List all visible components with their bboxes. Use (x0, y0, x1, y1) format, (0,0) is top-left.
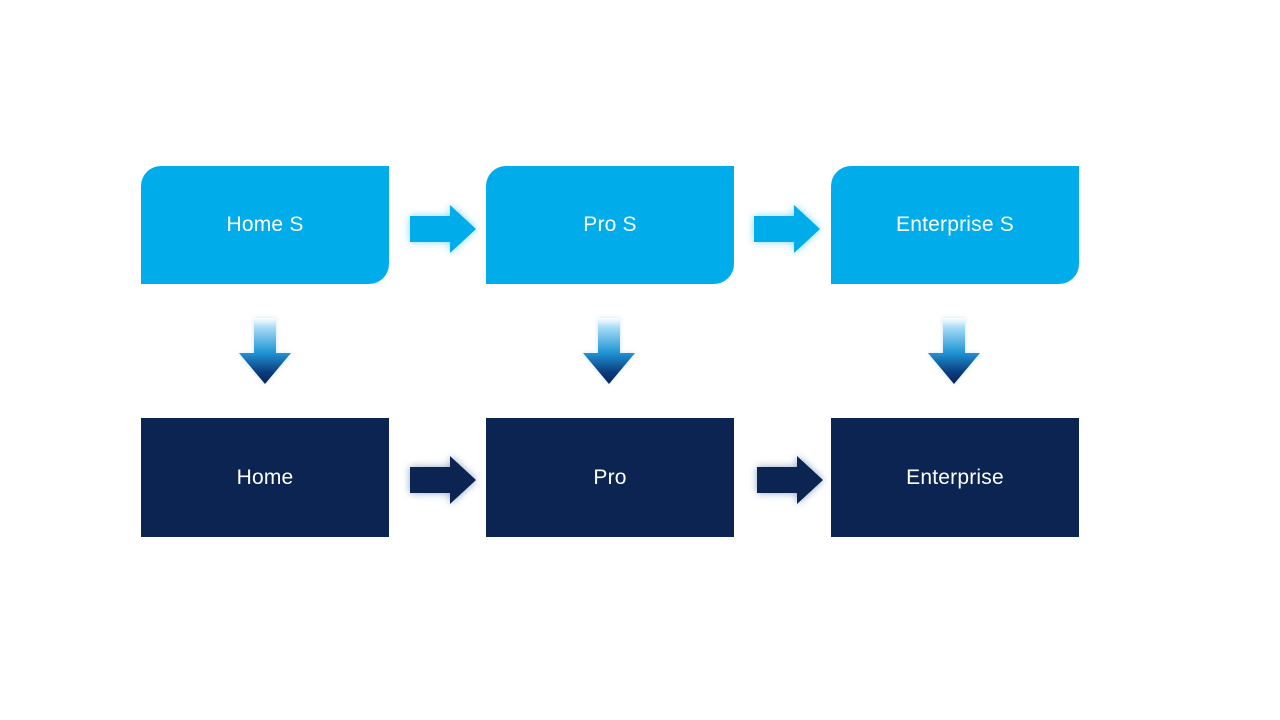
right-arrow-icon (410, 456, 476, 504)
node-home-s: Home S (141, 166, 389, 284)
node-home-label: Home (236, 465, 294, 489)
right-arrow-icon (757, 456, 823, 504)
node-enterprise-s-label: Enterprise S (896, 213, 1014, 236)
node-pro: Pro (486, 418, 734, 537)
node-home-s-label: Home S (226, 213, 304, 236)
node-enterprise-s: Enterprise S (831, 166, 1079, 284)
node-home: Home (141, 418, 389, 537)
node-pro-label: Pro (593, 465, 627, 489)
down-arrow-icon (583, 318, 635, 384)
right-arrow-icon (410, 205, 476, 253)
right-arrow-icon (754, 205, 820, 253)
down-arrow-icon (239, 318, 291, 384)
node-enterprise: Enterprise (831, 418, 1079, 537)
node-pro-s: Pro S (486, 166, 734, 284)
node-pro-s-label: Pro S (583, 213, 637, 236)
node-enterprise-label: Enterprise (906, 465, 1004, 489)
down-arrow-icon (928, 318, 980, 384)
